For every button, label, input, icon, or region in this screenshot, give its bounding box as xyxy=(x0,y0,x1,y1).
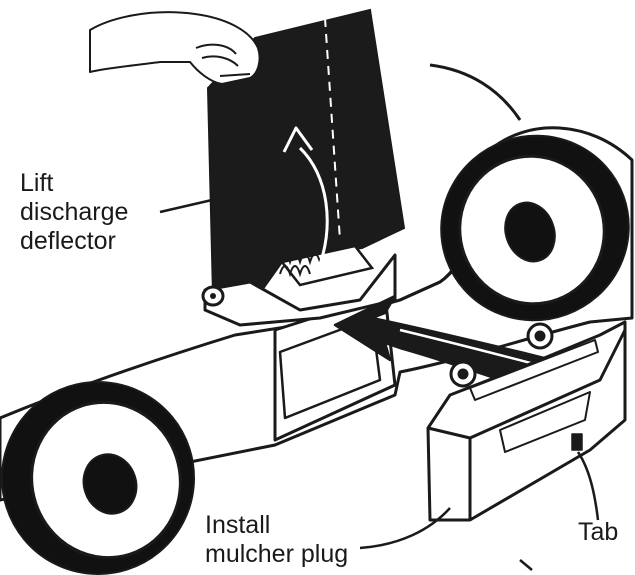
leader-lines xyxy=(159,198,600,571)
hinge-spring xyxy=(279,241,321,278)
label-install-mulcher-plug: Install mulcher plug xyxy=(205,511,348,569)
discharge-deflector xyxy=(201,8,406,327)
hand xyxy=(89,11,261,85)
label-lift-discharge-deflector: Lift discharge deflector xyxy=(20,169,128,256)
label-install-line2: mulcher plug xyxy=(205,540,349,568)
left-wheel xyxy=(1,381,195,575)
leader-lift xyxy=(159,198,213,214)
right-wheel xyxy=(440,134,630,322)
leader-install xyxy=(359,507,451,550)
label-lift-line1: Lift xyxy=(20,169,54,197)
edge-mark xyxy=(519,559,533,571)
label-lift-line3: deflector xyxy=(20,227,116,255)
mulcher-plug xyxy=(426,320,627,522)
label-lift-line2: discharge xyxy=(20,198,129,226)
label-tab: Tab xyxy=(578,518,619,546)
leader-tab xyxy=(576,451,600,521)
label-install-line1: Install xyxy=(205,511,271,539)
